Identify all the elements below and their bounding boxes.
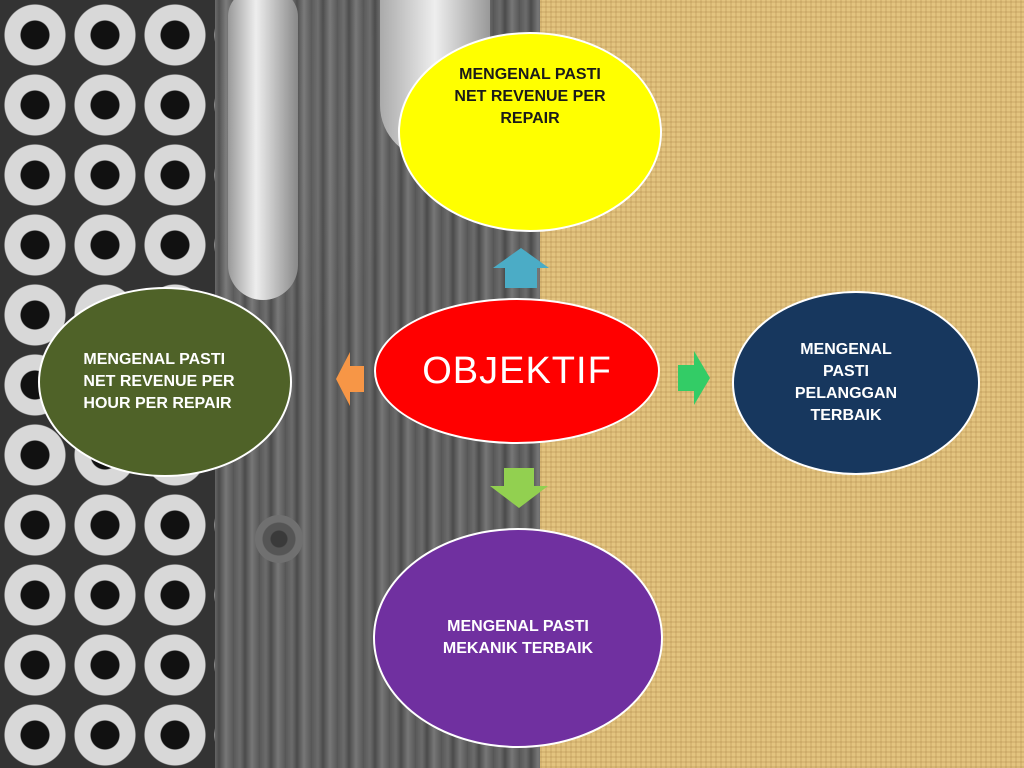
- node-net-revenue-per-hour: MENGENAL PASTI NET REVENUE PER HOUR PER …: [38, 287, 292, 477]
- arrow-left-icon: [336, 352, 364, 406]
- node-label: MENGENAL PASTI PELANGGAN TERBAIK: [794, 341, 898, 424]
- node-label: MENGENAL PASTI NET REVENUE PER HOUR PER …: [83, 351, 235, 412]
- node-pelanggan-terbaik: MENGENAL PASTI PELANGGAN TERBAIK: [732, 291, 980, 475]
- center-label: OBJEKTIF: [422, 349, 612, 392]
- wrench-handle-image: [228, 0, 298, 300]
- node-mekanik-terbaik: MENGENAL PASTI MEKANIK TERBAIK: [373, 528, 663, 748]
- arrow-up-icon: [493, 248, 549, 288]
- arrow-down-icon: [490, 468, 548, 508]
- node-net-revenue-per-repair: MENGENAL PASTI NET REVENUE PER REPAIR: [398, 32, 662, 232]
- node-objektif: OBJEKTIF: [374, 298, 660, 444]
- node-label: MENGENAL PASTI NET REVENUE PER REPAIR: [454, 66, 606, 127]
- node-label: MENGENAL PASTI MEKANIK TERBAIK: [442, 618, 594, 657]
- arrow-right-icon: [678, 351, 710, 405]
- wood-knot-image: [255, 515, 303, 563]
